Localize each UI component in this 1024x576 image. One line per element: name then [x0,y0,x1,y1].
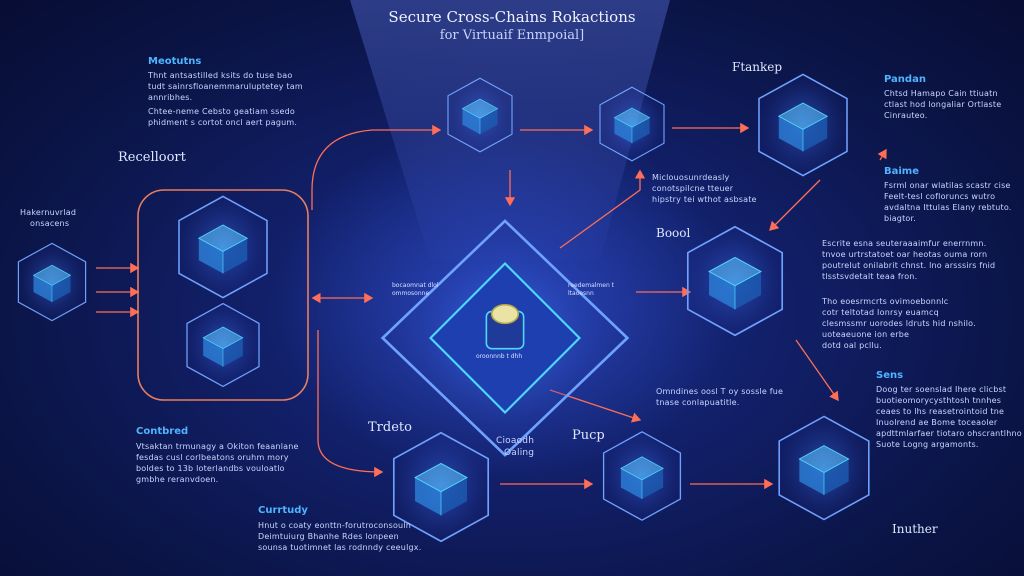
tredo-heading: Trdeto [368,420,412,435]
hub-right-label-1: reedemalmen t [568,282,615,289]
top-center-node: cube-server-icon [447,77,513,153]
pandan-heading: Pandan [884,74,926,85]
hub-left-label-1: bocaomnat dlol [392,282,439,289]
right-block1-4: tlsstsvdetalt teaa fron. [822,272,918,281]
left-small-node: server-stack-icon [17,242,87,322]
right-block2-2: cotr teltotad Ionrsy euamcq [822,308,939,317]
sens-heading: Sens [876,370,904,381]
control-line-1: Vtsaktan trmunagy a Okiton feaanlane [136,442,299,451]
pucp-heading: Pucp [572,428,605,443]
right-block1-1: Escrite esna seuteraaaimfur enerrnmn. [822,239,987,248]
mechanics-p1-2: tudt sainrsfloanemmaruluptetey tam [148,82,303,91]
baime-line-2: Feelt-tesl cofloruncs wutro [884,192,996,201]
sens-line-3: ceaes to lhs reasetrointoid tne [876,407,1005,416]
right-block2-1: Tho eoesrmcrts ovimoebonnlc [822,297,949,306]
receipt-heading: Recelloort [118,150,186,165]
left-node-label-1: Hakernuvrlad [20,208,77,217]
baime-line-3: avdaltna Ittulas Elany rebtuto. [884,203,1012,212]
control-heading: Contbred [136,426,189,437]
inuther-heading: Inuther [892,522,938,536]
mechanics-heading: Meotutns [148,56,202,67]
mechanics-p2-1: Chtee-neme Cebsto geatiam ssedo [148,107,296,116]
sens-line-6: Suote Logng argamonts. [876,440,979,449]
currency-line-1: Hnut o coaty eonttn-forutroconsouln [258,521,412,530]
boool-node: cube-stack-icon [686,225,784,337]
receipt-chip-node: chip-icon [186,302,260,388]
currency-heading: Currtudy [258,505,308,516]
currency-line-3: sounsa tuotimnet las rodnndy ceeulgx. [258,543,422,552]
mechanics-p1-1: Thnt antsastilled ksits do tuse bao [148,71,293,80]
center-caption-3: hipstry tei wthot asbsate [652,195,757,204]
inuther-node: server-tower-icon [778,415,870,521]
mid-note-1: Omndines oosl T oy sossle fue [656,387,784,396]
control-line-2: fesdas cusl corlbeatons oruhm mory [136,453,289,462]
currency-line-2: Deimtuiurg Bhanhe Rdes lonpeen [258,532,399,541]
mid-note-2: tnase conlapuatitle. [656,398,740,407]
tredo-node: flame-icon [392,431,490,543]
top-mid-node: circuit-chip-icon [599,86,665,162]
baime-line-4: biagtor. [884,214,917,223]
coin-icon [490,303,520,325]
right-block1-2: tnvoe urtrstatoet oar heotas ouma rorn [822,250,988,259]
hub-bottom-label: oroonnnb t dhh [476,353,523,360]
receipt-cube-node: cube-server-icon [178,195,268,299]
mechanics-p2-2: phidment s cortot oncl aert pagum. [148,118,298,127]
hub-right-label-2: ltaoesnn [568,290,594,297]
top-right-node: cube-stack-icon [758,73,848,177]
fankep-heading: Ftankep [732,60,783,74]
cioaodh-line-2: Oaling [504,448,535,458]
hub-node: coin-chip-icon [380,219,630,457]
mechanics-p1-3: annribhes. [148,93,193,102]
pandan-line-2: ctlast hod longaliar Ortlaste [884,100,1002,109]
baime-heading: Baime [884,166,919,177]
hub-left-label-2: ommosonne [392,290,430,297]
right-block2-4: uoteaeuone ion erbe [822,330,910,339]
control-line-3: boldes to 13b loterlandbs vouloatlo [136,464,285,473]
cioaodh-line-1: Cioaodh [496,436,535,446]
center-caption-2: conotspilcne tteuer [652,184,734,193]
sens-line-4: Inuolrend ae Bome toceaoler [876,418,998,427]
sens-line-2: buotieomorycysthtosh tnnhes [876,396,1002,405]
center-caption-1: Miclouosunrdeasly [652,173,730,182]
diagram-title: Secure Cross-Chains Rokactions [388,8,636,26]
pandan-line-3: Cinrauteo. [884,111,928,120]
boool-heading: Boool [656,226,691,240]
baime-line-1: Fsrml onar wlatilas scastr cise [884,181,1011,190]
pucp-node: lamp-chip-icon [602,431,682,521]
sens-line-1: Doog ter soenslad Ihere clicbst [876,385,1007,394]
sens-line-5: apdttmlarfaer tiotaro ohscrantlhno [876,429,1022,438]
left-node-label-2: onsacens [30,219,70,228]
right-block2-5: dotd oal pcllu. [822,341,882,350]
pandan-line-1: Chtsd Hamapo Cain ttiuatn [884,89,998,98]
right-block1-3: poutrelut onilabrit chnst. lno arsssirs … [822,261,996,270]
diagram-subtitle: for Virtuaif Enmpoial] [439,28,585,43]
right-block2-3: clesmssmr uorodes ldruts hid nshilo. [822,319,976,328]
control-line-4: gmbhe reranvdoen. [136,475,219,484]
